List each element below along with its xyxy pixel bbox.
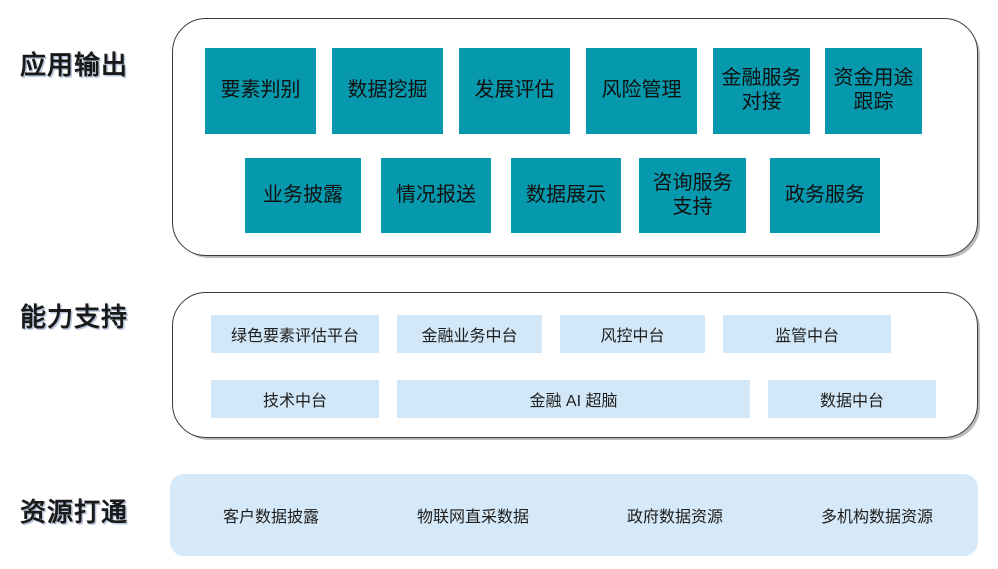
capability-support-row-2: 技术中台金融 AI 超脑数据中台	[211, 380, 936, 418]
application-output-tile-r1-2[interactable]: 数据挖掘	[332, 48, 443, 134]
application-output-tile-r1-3[interactable]: 发展评估	[459, 48, 570, 134]
resource-item-4[interactable]: 多机构数据资源	[820, 509, 933, 526]
application-output-row-2: 业务披露情况报送数据展示咨询服务 支持政务服务	[245, 158, 880, 233]
resource-item-3[interactable]: 政府数据资源	[626, 509, 723, 526]
capability-tile-r2-1[interactable]: 技术中台	[211, 380, 379, 418]
application-output-tile-r2-2[interactable]: 情况报送	[381, 158, 491, 233]
application-output-tile-r1-4[interactable]: 风险管理	[586, 48, 697, 134]
application-output-tile-r2-5[interactable]: 政务服务	[770, 158, 880, 233]
application-output-tile-r2-4[interactable]: 咨询服务 支持	[639, 158, 746, 233]
application-output-row-1: 要素判别数据挖掘发展评估风险管理金融服务 对接资金用途 跟踪	[205, 48, 922, 134]
capability-tile-r1-4[interactable]: 监管中台	[723, 315, 891, 353]
resource-item-2[interactable]: 物联网直采数据	[416, 509, 529, 526]
capability-tile-r2-3[interactable]: 数据中台	[768, 380, 936, 418]
section-label-resource-integration: 资源打通	[20, 497, 129, 527]
capability-tile-r1-3[interactable]: 风控中台	[560, 315, 705, 353]
section-label-capability-support: 能力支持	[20, 302, 129, 332]
application-output-tile-r1-1[interactable]: 要素判别	[205, 48, 316, 134]
capability-tile-r1-1[interactable]: 绿色要素评估平台	[211, 315, 379, 353]
application-output-tile-r1-5[interactable]: 金融服务 对接	[713, 48, 810, 134]
capability-tile-r1-2[interactable]: 金融业务中台	[397, 315, 542, 353]
capability-support-row-1: 绿色要素评估平台金融业务中台风控中台监管中台	[211, 315, 891, 353]
resource-integration-bar: 客户数据披露 物联网直采数据 政府数据资源 多机构数据资源	[170, 474, 978, 556]
application-output-tile-r2-1[interactable]: 业务披露	[245, 158, 361, 233]
resource-item-1[interactable]: 客户数据披露	[222, 509, 319, 526]
capability-tile-r2-2[interactable]: 金融 AI 超脑	[397, 380, 750, 418]
application-output-tile-r1-6[interactable]: 资金用途 跟踪	[825, 48, 922, 134]
resource-integration-items: 客户数据披露 物联网直采数据 政府数据资源 多机构数据资源	[170, 474, 978, 556]
section-label-application-output: 应用输出	[20, 50, 129, 80]
application-output-tile-r2-3[interactable]: 数据展示	[511, 158, 621, 233]
